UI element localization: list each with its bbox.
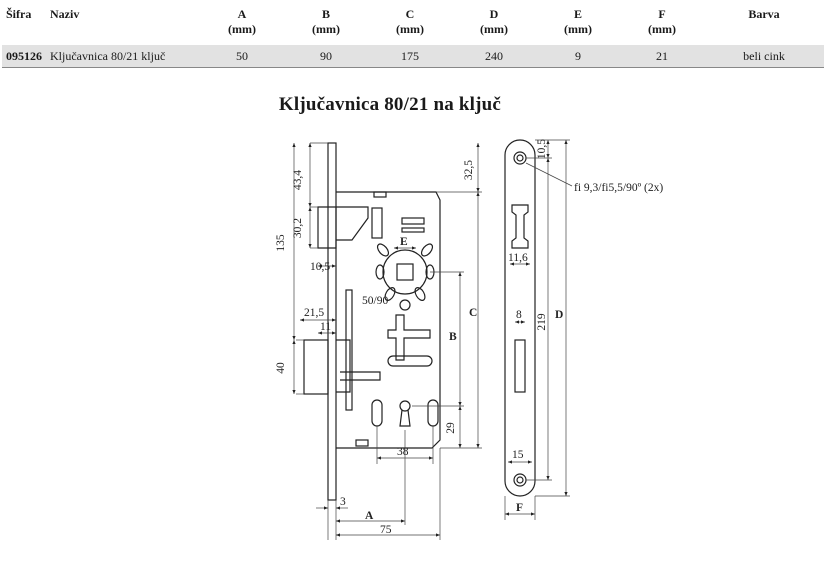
follower-ring (382, 249, 428, 295)
header-naziv: Naziv (50, 7, 80, 21)
label-325: 32,5 (463, 160, 475, 180)
label-302: 30,2 (292, 218, 304, 238)
label-e: E (400, 236, 408, 248)
keyhole-top (399, 400, 411, 412)
ring-slot-2 (420, 243, 434, 257)
cell-naziv: Ključavnica 80/21 ključ (46, 45, 200, 68)
ring-slot-6 (414, 287, 426, 301)
label-29: 29 (445, 422, 457, 434)
latch-spring (371, 207, 383, 239)
ring-slot-5 (384, 287, 396, 301)
bottom-tab (355, 439, 369, 447)
label-b: B (449, 331, 457, 343)
spec-header-row: Šifra Naziv A(mm) B(mm) C(mm) D(mm) E(mm… (2, 4, 824, 45)
latch-bolt (317, 206, 337, 249)
label-75: 75 (380, 524, 392, 536)
slot-top-2 (401, 227, 425, 233)
label-219: 219 (536, 313, 548, 331)
cell-d: 240 (452, 45, 536, 68)
label-8: 8 (516, 309, 522, 321)
keyhole-bottom (399, 409, 411, 427)
cross-lever (387, 314, 431, 361)
label-105b: 10,5 (536, 139, 548, 159)
screw-hole-bottom (513, 473, 527, 487)
vertical-rod (345, 289, 353, 411)
header-e: E(mm) (564, 7, 592, 36)
label-11: 11 (320, 321, 331, 333)
label-3: 3 (340, 496, 346, 508)
cell-b: 90 (284, 45, 368, 68)
square-spindle (396, 263, 414, 281)
label-c: C (469, 307, 477, 319)
latch-opening (511, 204, 529, 249)
label-5090: 50/90 (362, 295, 388, 307)
header-d: D(mm) (480, 7, 508, 36)
label-215: 21,5 (304, 307, 324, 319)
cell-c: 175 (368, 45, 452, 68)
drawing-title: Ključavnica 80/21 na ključ (278, 94, 502, 115)
screw-hole-top (513, 151, 527, 165)
ring-slot-3 (375, 264, 385, 280)
long-slot (387, 355, 433, 367)
spec-table: Šifra Naziv A(mm) B(mm) C(mm) D(mm) E(mm… (2, 4, 824, 68)
cell-sifra: 095126 (2, 45, 46, 68)
key-slot-right (427, 399, 439, 427)
label-105a: 10,5 (310, 261, 330, 273)
header-barva: Barva (748, 7, 780, 21)
dead-bolt-body (336, 339, 351, 393)
screw-hole-top-inner (516, 154, 524, 162)
dimension-lines (292, 139, 573, 540)
label-15: 15 (512, 449, 524, 461)
header-a: A(mm) (228, 7, 256, 36)
cell-barva: beli cink (704, 45, 824, 68)
screw-hole-bottom-inner (516, 476, 524, 484)
label-f: F (516, 502, 523, 514)
dimension-labels: 43,4 30,2 135 40 10,5 21,5 11 E 50/90 32… (275, 139, 663, 536)
table-row: 095126 Ključavnica 80/21 ključ 50 90 175… (2, 45, 824, 68)
label-40: 40 (275, 362, 287, 374)
header-sifra: Šifra (6, 7, 32, 21)
ring-slot-1 (376, 243, 390, 257)
label-a: A (365, 510, 374, 522)
label-116: 11,6 (508, 252, 528, 264)
faceplate-side-view (504, 139, 536, 497)
top-tab (373, 191, 387, 198)
label-d: D (555, 309, 563, 321)
label-434: 43,4 (292, 170, 304, 190)
latch-lever (336, 206, 369, 241)
cell-f: 21 (620, 45, 704, 68)
lock-body (336, 191, 441, 449)
faceplate-outline (504, 139, 536, 497)
slot-top (401, 217, 425, 225)
label-38: 38 (397, 446, 409, 458)
label-note: fi 9,3/fi5,5/90º (2x) (574, 182, 663, 194)
cell-a: 50 (200, 45, 284, 68)
header-c: C(mm) (396, 7, 424, 36)
header-b: B(mm) (312, 7, 340, 36)
bolt-bar (340, 371, 381, 381)
dead-bolt (303, 339, 329, 395)
cell-e: 9 (536, 45, 620, 68)
key-slot-left (371, 399, 383, 427)
bolt-opening (514, 339, 526, 393)
label-135: 135 (275, 234, 287, 252)
leader-note (525, 162, 573, 187)
header-f: F(mm) (648, 7, 676, 36)
pivot-hole (399, 299, 411, 311)
